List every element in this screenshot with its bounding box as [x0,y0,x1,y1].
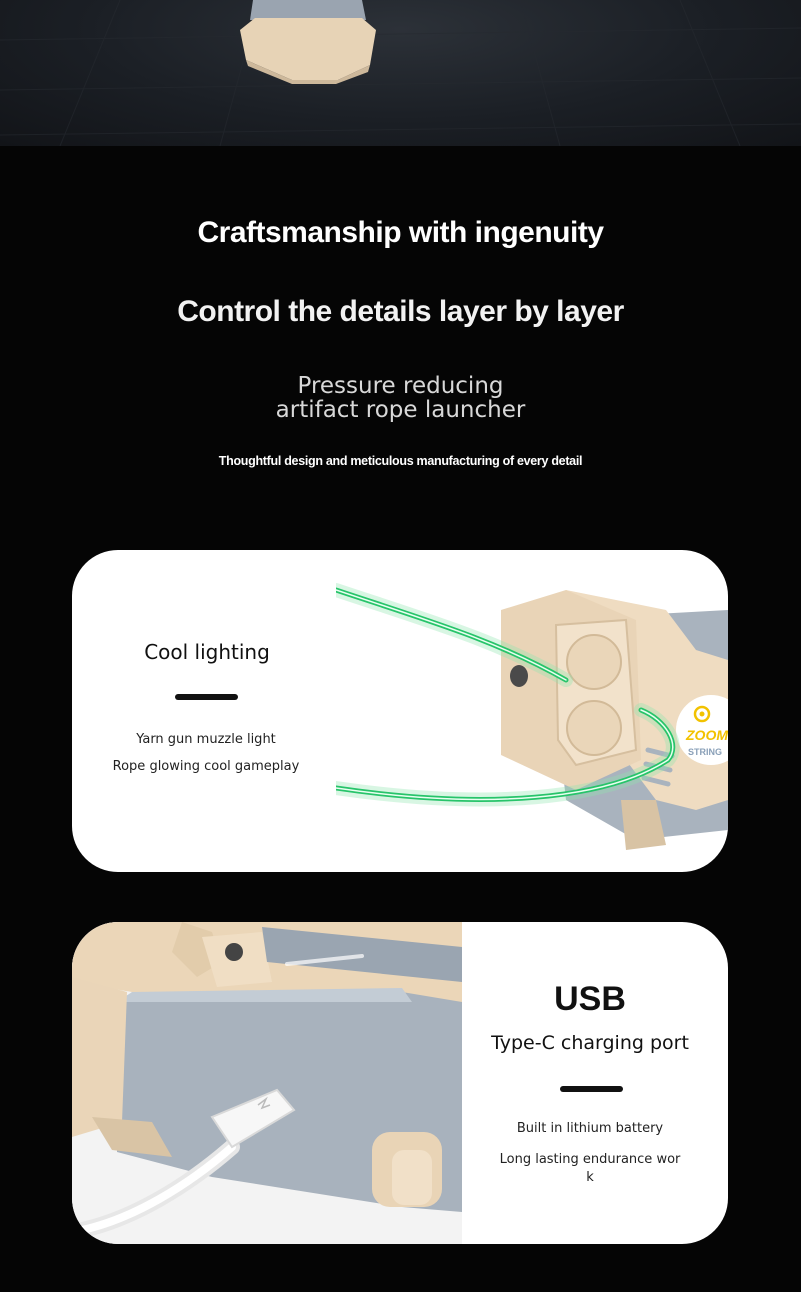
product-name-line-1: Pressure reducing [297,373,504,399]
svg-text:STRING: STRING [688,747,722,757]
sun-icon [693,705,711,723]
feature-card-lighting: Cool lighting Yarn gun muzzle light Rope… [72,550,728,872]
usb-port-illustration [72,922,462,1244]
divider-bar [175,694,238,700]
feature-line-2: Rope glowing cool gameplay [112,759,300,774]
headline-control-details: Control the details layer by layer [177,295,624,328]
feature-title: USB [554,980,626,1018]
feature-line-3: k [586,1170,594,1185]
feature-line-1: Built in lithium battery [516,1121,664,1136]
brand-logo-icon [676,695,728,765]
hero-product-image [0,0,801,146]
lightning-icon [257,1096,271,1110]
feature-subtitle: Type-C charging port [491,1032,689,1054]
divider-bar [560,1086,623,1092]
feature-card-usb: USB Type-C charging port Built in lithiu… [72,922,728,1244]
product-name-line-2: artifact rope launcher [275,397,526,423]
muzzle-light-illustration: ZOOM STRING [336,583,728,850]
product-base-illustration [0,0,801,146]
feature-line-1: Yarn gun muzzle light [136,732,276,747]
feature-line-2: Long lasting endurance wor [499,1152,681,1167]
feature-title: Cool lighting [144,640,270,664]
product-name: Pressure reducing artifact rope launcher [0,374,801,422]
tagline: Thoughtful design and meticulous manufac… [218,454,583,468]
svg-text:ZOOM: ZOOM [685,727,728,743]
headline-craftsmanship: Craftsmanship with ingenuity [197,216,604,249]
